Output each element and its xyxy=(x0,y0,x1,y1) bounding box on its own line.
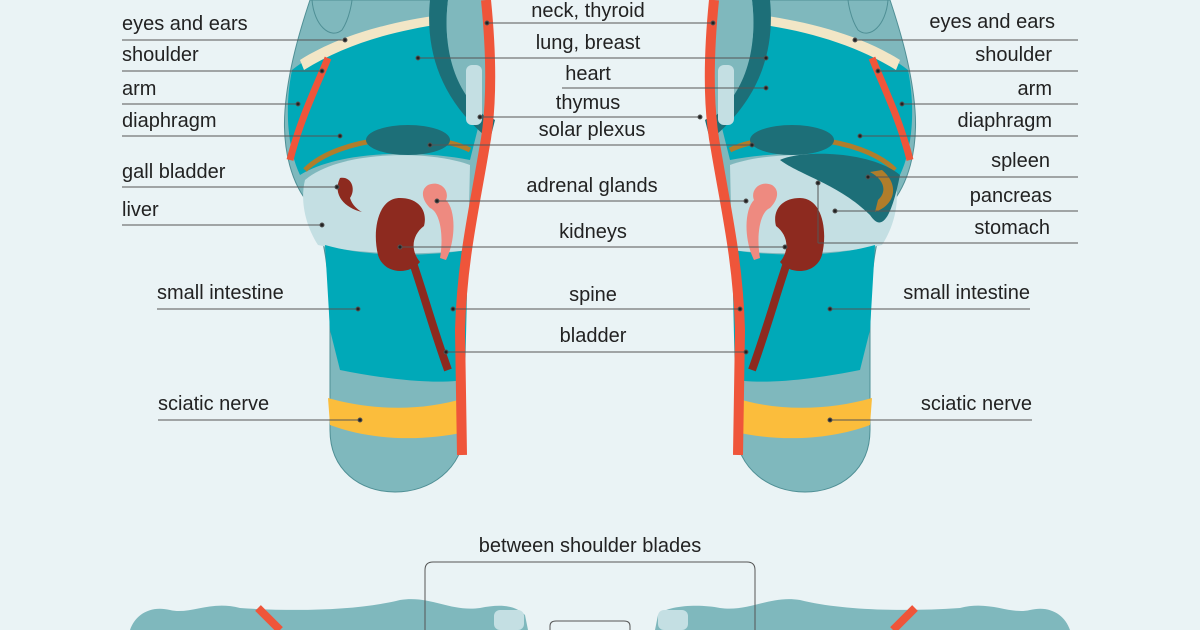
label-neck-thyroid: neck, thyroid xyxy=(531,0,645,22)
label-arm-left: arm xyxy=(122,78,157,100)
label-stomach: stomach xyxy=(974,217,1050,239)
label-heart: heart xyxy=(565,63,611,85)
leader-lines xyxy=(122,20,1078,423)
label-spleen: spleen xyxy=(991,150,1050,172)
label-spine: spine xyxy=(569,284,617,306)
label-liver: liver xyxy=(122,199,159,221)
bracket xyxy=(424,561,756,630)
label-arm-right: arm xyxy=(1017,78,1052,100)
left-side-stripe xyxy=(255,605,283,630)
right-side-toe xyxy=(658,610,688,630)
gall-bladder xyxy=(337,177,362,212)
left-side-toe xyxy=(494,610,524,630)
label-between-shoulder-blades: between shoulder blades xyxy=(478,535,702,557)
label-gall-bladder: gall bladder xyxy=(122,161,226,183)
label-small-intestine-left: small intestine xyxy=(157,282,284,304)
pancreas xyxy=(870,170,894,212)
right-foot xyxy=(705,0,916,492)
label-pancreas: pancreas xyxy=(969,185,1052,207)
label-sciatic-nerve-right: sciatic nerve xyxy=(920,393,1032,415)
label-adrenal-glands: adrenal glands xyxy=(526,175,658,197)
label-thymus: thymus xyxy=(555,92,621,114)
label-shoulder-right: shoulder xyxy=(975,44,1052,66)
label-shoulder-left: shoulder xyxy=(122,44,199,66)
side-view-feet xyxy=(130,561,1070,630)
label-bladder: bladder xyxy=(559,325,627,347)
inner-bracket xyxy=(549,620,631,630)
label-eyes-ears-left: eyes and ears xyxy=(122,13,248,35)
label-diaphragm-right: diaphragm xyxy=(957,110,1052,132)
left-side-foot xyxy=(130,599,528,630)
label-eyes-ears-right: eyes and ears xyxy=(929,11,1055,33)
label-solar-plexus: solar plexus xyxy=(538,119,646,141)
label-diaphragm-left: diaphragm xyxy=(122,110,217,132)
stomach xyxy=(780,153,900,223)
label-small-intestine-right: small intestine xyxy=(903,282,1030,304)
label-lung-breast: lung, breast xyxy=(535,32,641,54)
right-side-stripe xyxy=(890,605,918,630)
label-sciatic-nerve-left: sciatic nerve xyxy=(158,393,270,415)
label-kidneys: kidneys xyxy=(559,221,627,243)
left-foot xyxy=(284,0,495,492)
right-side-foot xyxy=(655,599,1070,630)
